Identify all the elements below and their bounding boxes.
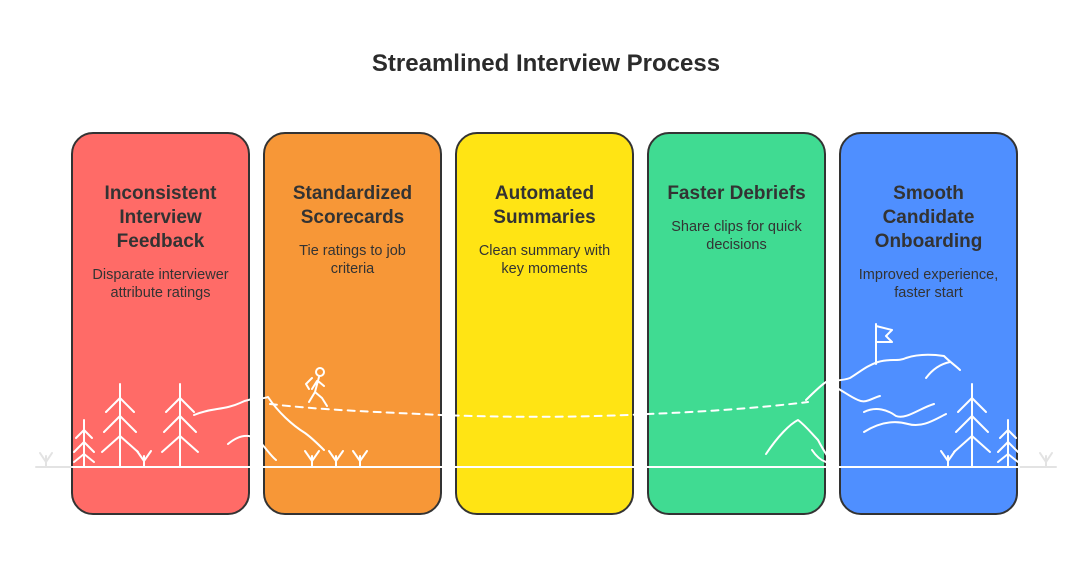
step-card-inconsistent-feedback: Inconsistent Interview Feedback Disparat… — [71, 132, 250, 515]
step-card-automated-summaries: Automated Summaries Clean summary with k… — [455, 132, 634, 515]
step-title: Faster Debriefs — [667, 183, 806, 204]
step-title: Standardized Scorecards — [292, 183, 413, 228]
step-description: Tie ratings to job criteria — [299, 243, 406, 277]
step-description: Disparate interviewer attribute ratings — [92, 267, 229, 301]
step-description: Share clips for quick decisions — [671, 219, 802, 253]
diagram-title: Streamlined Interview Process — [371, 50, 721, 77]
step-card-faster-debriefs: Faster Debriefs Share clips for quick de… — [647, 132, 826, 515]
step-title: Smooth Candidate Onboarding — [874, 183, 983, 252]
step-card-smooth-onboarding: Smooth Candidate Onboarding Improved exp… — [839, 132, 1018, 515]
step-title: Automated Summaries — [493, 183, 596, 228]
step-card-standardized-scorecards: Standardized Scorecards Tie ratings to j… — [263, 132, 442, 515]
step-description: Clean summary with key moments — [478, 243, 611, 277]
step-title: Inconsistent Interview Feedback — [104, 183, 217, 252]
step-description: Improved experience, faster start — [858, 267, 999, 301]
